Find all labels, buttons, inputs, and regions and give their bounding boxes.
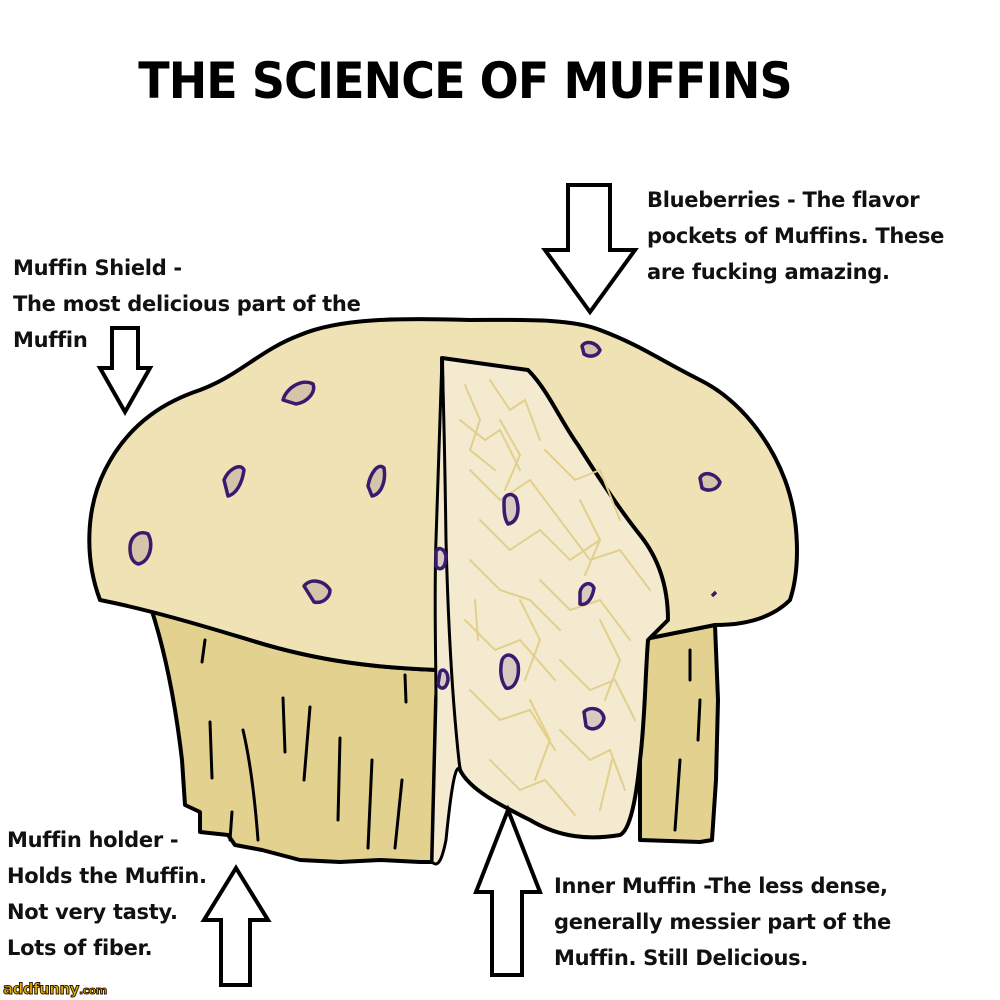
watermark-logo: addfunny.com [3, 980, 108, 999]
annotation-line: Blueberries - The flavor [647, 188, 920, 212]
watermark-tld: .com [78, 984, 107, 998]
blueberry [710, 590, 718, 598]
annotation-line: Lots of fiber. [7, 936, 153, 960]
blueberry [366, 464, 387, 498]
arrow-down-shield [96, 326, 154, 417]
muffin-holder-right [638, 623, 720, 844]
annotation-inner-muffin: Inner Muffin -The less dense, generally … [554, 868, 891, 976]
annotation-line: The most delicious part of the [13, 292, 361, 316]
blueberry [434, 546, 448, 571]
blueberry [698, 471, 722, 492]
blueberry [502, 492, 520, 526]
blueberry [302, 579, 332, 605]
blueberry [281, 380, 316, 406]
annotation-line: Not very tasty. [7, 900, 178, 924]
annotation-line: Muffin Shield - [13, 256, 182, 280]
annotation-muffin-holder: Muffin holder - Holds the Muffin. Not ve… [7, 822, 207, 966]
arrow-up-holder [200, 864, 272, 987]
annotation-line: Muffin. Still Delicious. [554, 946, 808, 970]
blueberry [578, 581, 596, 607]
blueberry [580, 340, 602, 358]
annotation-blueberries: Blueberries - The flavor pockets of Muff… [647, 182, 944, 290]
annotation-line: Holds the Muffin. [7, 864, 207, 888]
arrow-up-inner [473, 804, 543, 977]
blueberry [499, 653, 521, 690]
annotation-line: Inner Muffin -The less dense, [554, 874, 888, 898]
blueberry [436, 668, 450, 690]
inner-texture [459, 379, 651, 816]
blueberries [128, 340, 722, 731]
page-title: THE SCIENCE OF MUFFINS [138, 52, 792, 110]
blueberry [582, 706, 606, 731]
annotation-line: Muffin holder - [7, 828, 179, 852]
annotation-line: generally messier part of the [554, 910, 891, 934]
inner-muffin-side [430, 356, 462, 866]
blueberry [128, 531, 153, 566]
watermark-name: addfunny [3, 980, 80, 999]
annotation-muffin-shield: Muffin Shield - The most delicious part … [13, 250, 361, 358]
holder-pleats [200, 638, 702, 850]
blueberry [222, 465, 246, 498]
arrow-down-blueberries [541, 183, 639, 316]
annotation-line: pockets of Muffins. These [647, 224, 945, 248]
annotation-line: are fucking amazing. [647, 260, 890, 284]
annotation-line: Muffin [13, 328, 88, 352]
